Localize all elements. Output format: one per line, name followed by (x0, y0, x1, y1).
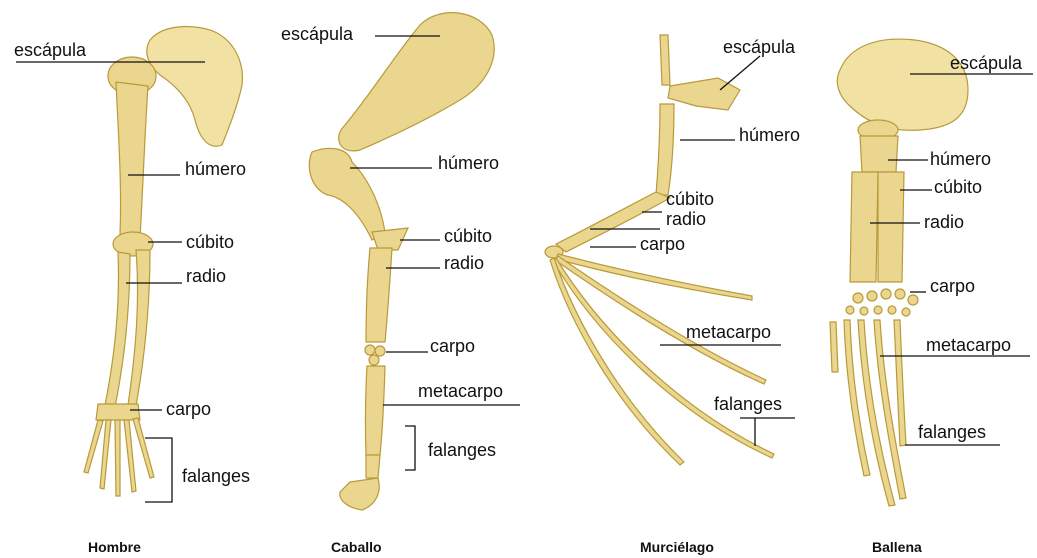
human-label-scapula: escápula (14, 40, 87, 60)
horse-caption: Caballo (331, 539, 382, 555)
horse-carpus (365, 345, 385, 365)
whale-ulna (878, 172, 904, 282)
human-leaders (16, 62, 205, 502)
human-radius (105, 252, 130, 407)
whale-radius (850, 172, 878, 282)
horse-label-scapula: escápula (281, 24, 354, 44)
human-label-radius: radio (186, 266, 226, 286)
whale-humerus (860, 136, 898, 172)
horse-label-radius: radio (444, 253, 484, 273)
horse-metacarpus (365, 366, 385, 455)
human-humerus (116, 82, 148, 238)
human-label-carpus: carpo (166, 399, 211, 419)
human-ulna (128, 250, 150, 406)
whale-label-phalanges: falanges (918, 422, 986, 442)
human-fingers (84, 418, 154, 496)
bat-humerus (656, 104, 674, 195)
whale-label-humerus: húmero (930, 149, 991, 169)
bat-label-ulna: cúbito (666, 189, 714, 209)
human-label-humerus: húmero (185, 159, 246, 179)
horse-radius (366, 248, 392, 342)
horse-scapula (339, 13, 494, 151)
whale-caption: Ballena (872, 539, 922, 555)
whale-label-ulna: cúbito (934, 177, 982, 197)
whale-label-radius: radio (924, 212, 964, 232)
horse-label-phalanges: falanges (428, 440, 496, 460)
bat-caption: Murciélago (640, 539, 714, 555)
human-label-ulna: cúbito (186, 232, 234, 252)
bat-scapula-shaft (660, 35, 670, 85)
horse-ulna (372, 228, 408, 250)
bat-label-radius: radio (666, 209, 706, 229)
human-caption: Hombre (88, 539, 141, 555)
horse-label-ulna: cúbito (444, 226, 492, 246)
whale-label-metacarpus: metacarpo (926, 335, 1011, 355)
bat-digits (550, 254, 774, 465)
whale-digits (830, 320, 906, 506)
bat-label-carpus: carpo (640, 234, 685, 254)
human-label-phalanges: falanges (182, 466, 250, 486)
horse-label-carpus: carpo (430, 336, 475, 356)
horse-humerus (309, 148, 385, 240)
bat-label-phalanges: falanges (714, 394, 782, 414)
whale-carpus (846, 289, 918, 316)
bat-label-humerus: húmero (739, 125, 800, 145)
whale-label-scapula: escápula (950, 53, 1023, 73)
horse-label-metacarpus: metacarpo (418, 381, 503, 401)
horse-phalanges (366, 455, 380, 478)
whale-scapula (837, 39, 968, 130)
bat-label-metacarpus: metacarpo (686, 322, 771, 342)
bat-label-scapula: escápula (723, 37, 796, 57)
human-scapula (147, 27, 243, 147)
horse-label-humerus: húmero (438, 153, 499, 173)
human-limb (84, 27, 242, 496)
human-carpus (96, 404, 140, 420)
horse-hoof (340, 478, 379, 510)
whale-label-carpus: carpo (930, 276, 975, 296)
